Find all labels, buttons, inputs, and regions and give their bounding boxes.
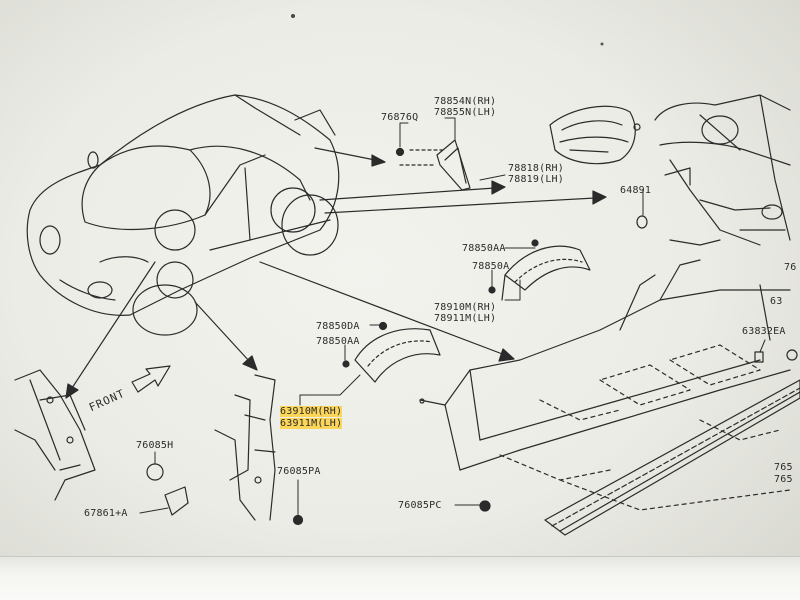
front-direction-arrow xyxy=(131,365,171,393)
label-78910m: 78910M(RH) xyxy=(434,302,497,313)
label-76085pc: 76085PC xyxy=(398,500,442,511)
part-63910m-arch-moulding xyxy=(354,328,441,383)
label-78850a-top: 78850A xyxy=(472,261,510,272)
part-76085pc-clip xyxy=(479,500,491,512)
front-pillar-panel xyxy=(14,369,96,501)
part-67861a-insulator xyxy=(164,486,189,516)
label-63-edge: 63 xyxy=(770,296,783,307)
part-63832ea-clip xyxy=(754,351,764,363)
interior-structure xyxy=(654,94,791,246)
label-78818: 78818(RH) xyxy=(508,163,564,174)
side-sill-panel xyxy=(419,259,791,511)
label-765-edge-1: 765 xyxy=(774,462,793,473)
label-78850aa-top: 78850AA xyxy=(462,243,506,254)
car-illustration xyxy=(26,94,340,336)
part-76085pa-clip xyxy=(292,514,304,526)
speck-mark xyxy=(291,14,295,18)
part-78910m-arch-moulding xyxy=(501,245,591,301)
label-63832ea: 63832EA xyxy=(742,326,786,337)
part-78850aa-clip-top xyxy=(531,239,539,247)
label-78854n: 78854N(RH) xyxy=(434,96,497,107)
label-63910m-highlighted: 63910M(RH) xyxy=(280,406,343,417)
label-63911m-highlighted: 63911M(LH) xyxy=(280,418,343,429)
part-64891-grommet xyxy=(636,215,648,229)
center-pillar-panel xyxy=(214,374,276,521)
label-76085pa: 76085PA xyxy=(277,466,321,477)
part-78850da-clip xyxy=(378,321,388,331)
callout-arrows xyxy=(65,147,607,399)
label-78819: 78819(LH) xyxy=(508,174,564,185)
label-76-edge: 76 xyxy=(784,262,797,273)
monitor-bezel xyxy=(0,556,800,600)
leader-lines xyxy=(139,117,766,516)
label-765-edge-2: 765 xyxy=(774,474,793,485)
label-78855n: 78855N(LH) xyxy=(434,107,497,118)
label-78850da: 78850DA xyxy=(316,321,360,332)
speck-mark xyxy=(600,42,604,46)
part-78850aa-clip-mid xyxy=(342,360,350,368)
label-64891: 64891 xyxy=(620,185,652,196)
label-76876q: 76876Q xyxy=(381,112,419,123)
part-78818-housing xyxy=(549,105,641,165)
part-78854n-moulding xyxy=(399,139,471,191)
part-76085h-grommet xyxy=(146,463,164,481)
label-67861a: 67861+A xyxy=(84,508,128,519)
part-76876q-clip xyxy=(395,147,405,157)
right-edge-grommet xyxy=(786,349,798,361)
label-78911m: 78911M(LH) xyxy=(434,313,497,324)
label-76085h: 76085H xyxy=(136,440,174,451)
label-78850aa-mid: 78850AA xyxy=(316,336,360,347)
part-78850a-clip xyxy=(488,286,496,294)
side-sill-moulding xyxy=(544,379,800,536)
